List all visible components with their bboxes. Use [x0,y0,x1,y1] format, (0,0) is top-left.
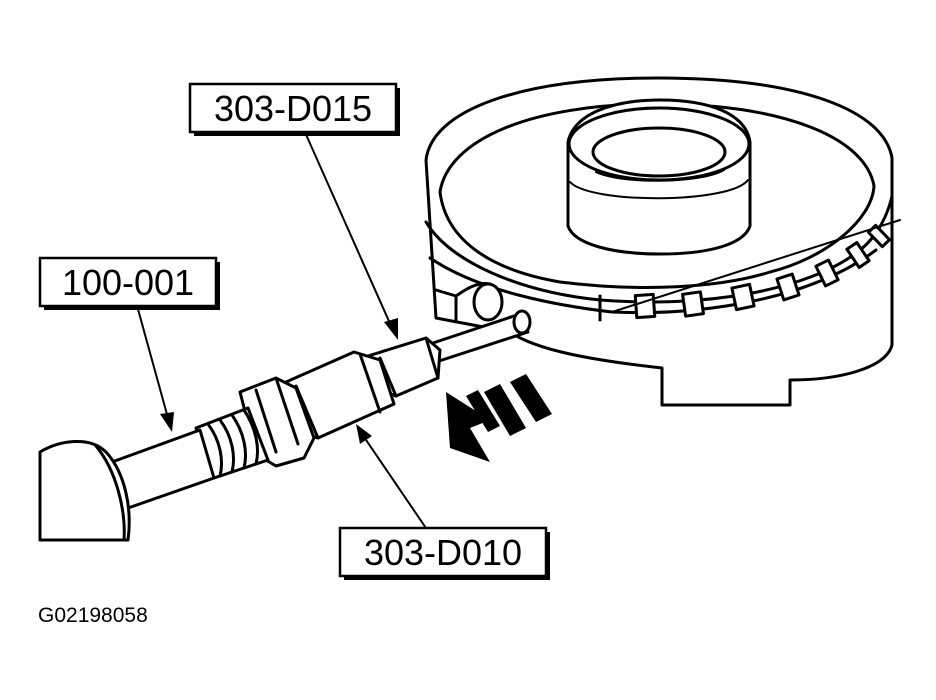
callout-303-d015: 303-D015 [188,82,400,136]
callout-100-001: 100-001 [38,256,220,310]
gear-assembly [424,76,901,407]
callout-text-303-d015: 303-D015 [214,88,372,129]
callout-text-303-d010: 303-D010 [364,532,522,573]
gear-teeth [611,219,901,320]
arrow-head [446,392,490,462]
figure-id: G02198058 [38,604,148,627]
callout-text-100-001: 100-001 [62,262,194,303]
gear-top-ring [438,102,876,289]
leader-lines [135,129,431,535]
direction-arrow [446,374,552,462]
gear-hub-bore [591,126,727,178]
callout-303-d010: 303-D010 [338,526,550,580]
slide-hammer-handle [38,439,131,542]
slide-hammer-100-001 [38,428,216,542]
